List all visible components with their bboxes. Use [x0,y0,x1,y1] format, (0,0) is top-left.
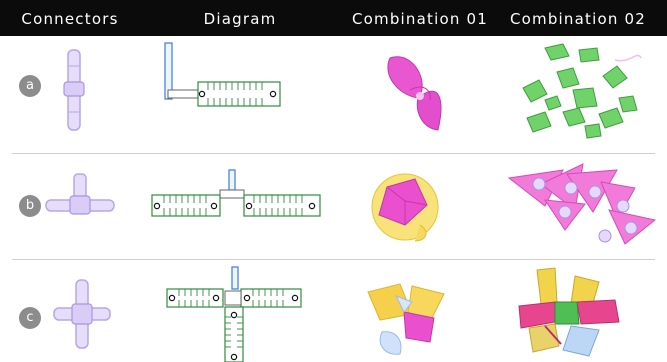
connector-t-image [44,172,116,218]
combination-01-c-image [360,272,460,362]
combination-02-b-image [505,160,660,248]
row-separator [12,259,655,260]
connector-straight-image [58,48,90,132]
combination-02-c-image [515,266,627,362]
combination-02-a-image [515,40,645,145]
header-combination-02: Combination 02 [503,0,653,36]
header-bar: Connectors Diagram Combination 01 Combin… [0,0,667,36]
header-connectors: Connectors [10,0,130,36]
combination-01-a-image [370,40,470,140]
header-combination-01: Combination 01 [345,0,495,36]
diagram-b [150,168,325,220]
row-badge-a: a [19,75,41,97]
row-badge-b: b [19,195,41,217]
row-separator [12,153,655,154]
combination-01-b-image [365,165,445,247]
diagram-a [160,40,285,110]
header-diagram: Diagram [175,0,305,36]
diagram-c [165,265,305,362]
connector-cross-image [52,278,112,350]
row-badge-c: c [19,307,41,329]
